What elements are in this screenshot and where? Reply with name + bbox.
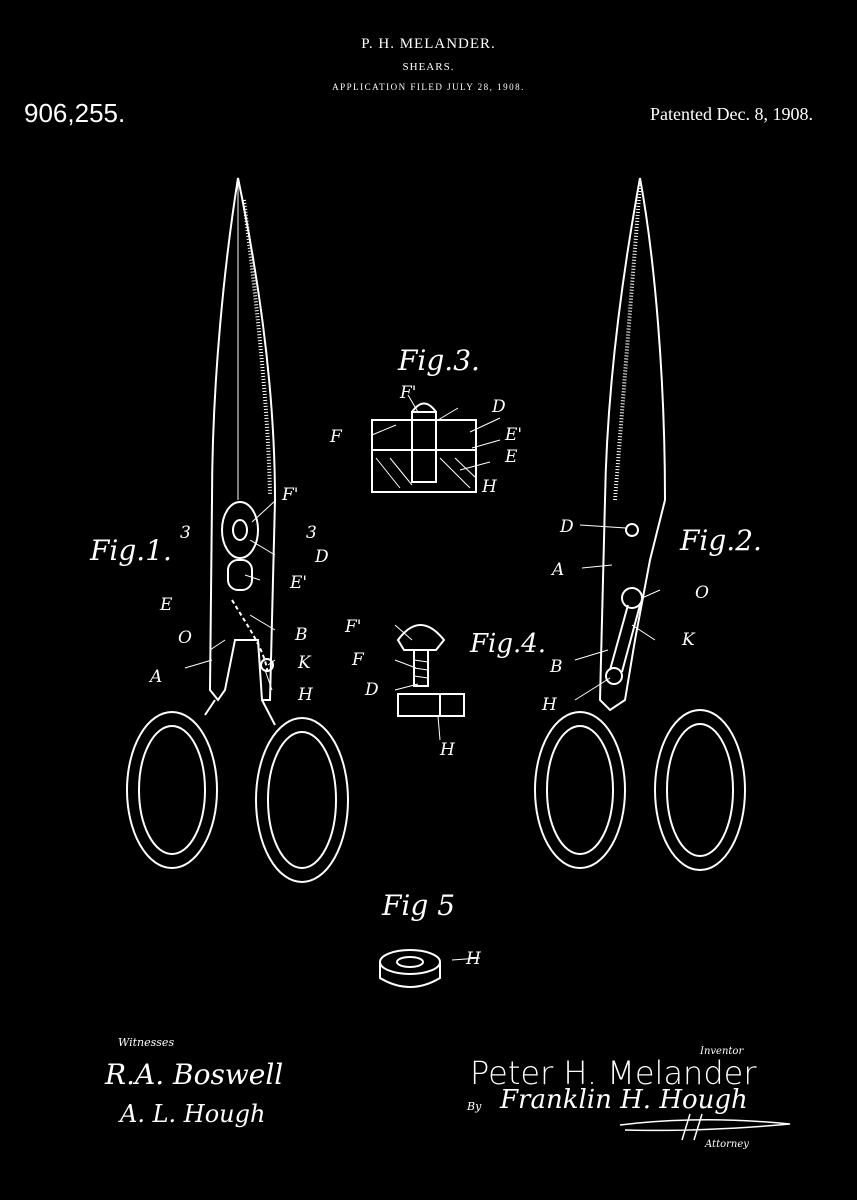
label: F [329,427,343,447]
fig3-labels: F' F D E' E H [329,383,522,497]
fig2-labels: D A O K B H [541,517,709,715]
label: O [178,628,192,648]
label: E' [289,573,307,593]
inventor-header: P. H. MELANDER. [361,36,496,52]
label: E' [504,425,522,445]
inventor-signature: Peter H. Melander [470,1054,757,1092]
label: D [364,680,379,700]
label: 3 [306,523,317,543]
fig4-title: Fig.4. [469,629,546,659]
label: O [695,583,709,603]
label: A [550,560,564,580]
fig1-labels: 3 3 F' D E' E B O K A H [148,485,329,705]
label: D [314,547,329,567]
attorney-label: Attorney [705,1139,749,1150]
patent-number: 906,255. [24,98,126,128]
fig3-cross-section [371,402,477,493]
fig4-labels: F' F D H [344,617,456,760]
inventor-label: Inventor [700,1046,744,1057]
label: D [559,517,574,537]
signature-flourish [619,1113,791,1141]
label: F [351,650,365,670]
fig2-scissors-drawing [534,177,746,871]
label: H [439,740,456,760]
label: F' [281,485,298,505]
fig1-scissors-drawing [126,177,349,883]
patent-title: SHEARS. [402,61,455,73]
label: H [297,685,314,705]
label: E [504,447,518,467]
patent-date: Patented Dec. 8, 1908. [650,104,813,124]
witnesses-label: Witnesses [118,1036,175,1049]
label: H [481,477,498,497]
label: F' [344,617,361,637]
label: H [541,695,558,715]
label: D [491,397,506,417]
label: B [549,657,563,677]
label: 3 [180,523,191,543]
label: K [297,653,312,673]
witness-signature-1: R.A. Boswell [105,1058,284,1091]
application-date: APPLICATION FILED JULY 28, 1908. [332,82,525,92]
label: K [681,630,696,650]
fig5-label: H [465,949,482,969]
fig1-title: Fig.1. [89,534,172,567]
fig5-title: Fig 5 [381,889,455,922]
by-label: By [467,1100,482,1113]
label: E [159,595,173,615]
fig3-title: Fig.3. [397,344,480,377]
witness-signature-2: A. L. Hough [120,1100,266,1128]
label: B [294,625,308,645]
fig5-ring [379,949,441,988]
leader-lines [184,394,661,961]
fig4-screw-and-nut [396,624,465,717]
attorney-signature: Franklin H. Hough [500,1085,748,1115]
label: F' [399,383,416,403]
fig2-title: Fig.2. [679,524,762,557]
label: A [148,667,162,687]
